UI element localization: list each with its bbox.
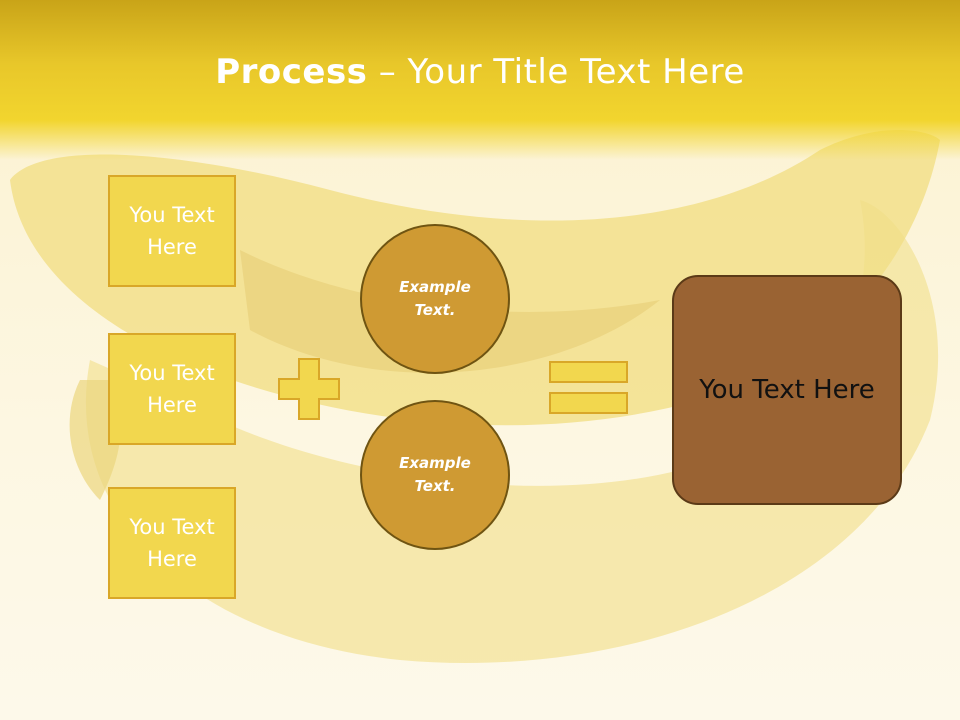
example-circle-label: Example Text. xyxy=(399,454,471,495)
input-box-1[interactable]: You Text Here xyxy=(108,175,236,287)
example-circle-label: Example Text. xyxy=(399,278,471,319)
title-bar xyxy=(0,0,960,160)
banana-lower xyxy=(85,200,939,663)
input-box-label: You Text Here xyxy=(129,203,215,259)
result-label: You Text Here xyxy=(699,375,875,405)
result-box[interactable]: You Text Here xyxy=(672,275,902,505)
title-bold-part: Process xyxy=(215,52,368,92)
example-circle-2[interactable]: Example Text. xyxy=(360,400,510,550)
slide-title: Process – Your Title Text Here xyxy=(0,52,960,92)
equals-icon xyxy=(549,361,628,414)
input-box-2[interactable]: You Text Here xyxy=(108,333,236,445)
title-rest-part: – Your Title Text Here xyxy=(367,52,745,92)
example-circle-1[interactable]: Example Text. xyxy=(360,224,510,374)
input-box-label: You Text Here xyxy=(129,361,215,417)
input-box-3[interactable]: You Text Here xyxy=(108,487,236,599)
input-box-label: You Text Here xyxy=(129,515,215,571)
plus-icon xyxy=(278,358,340,420)
